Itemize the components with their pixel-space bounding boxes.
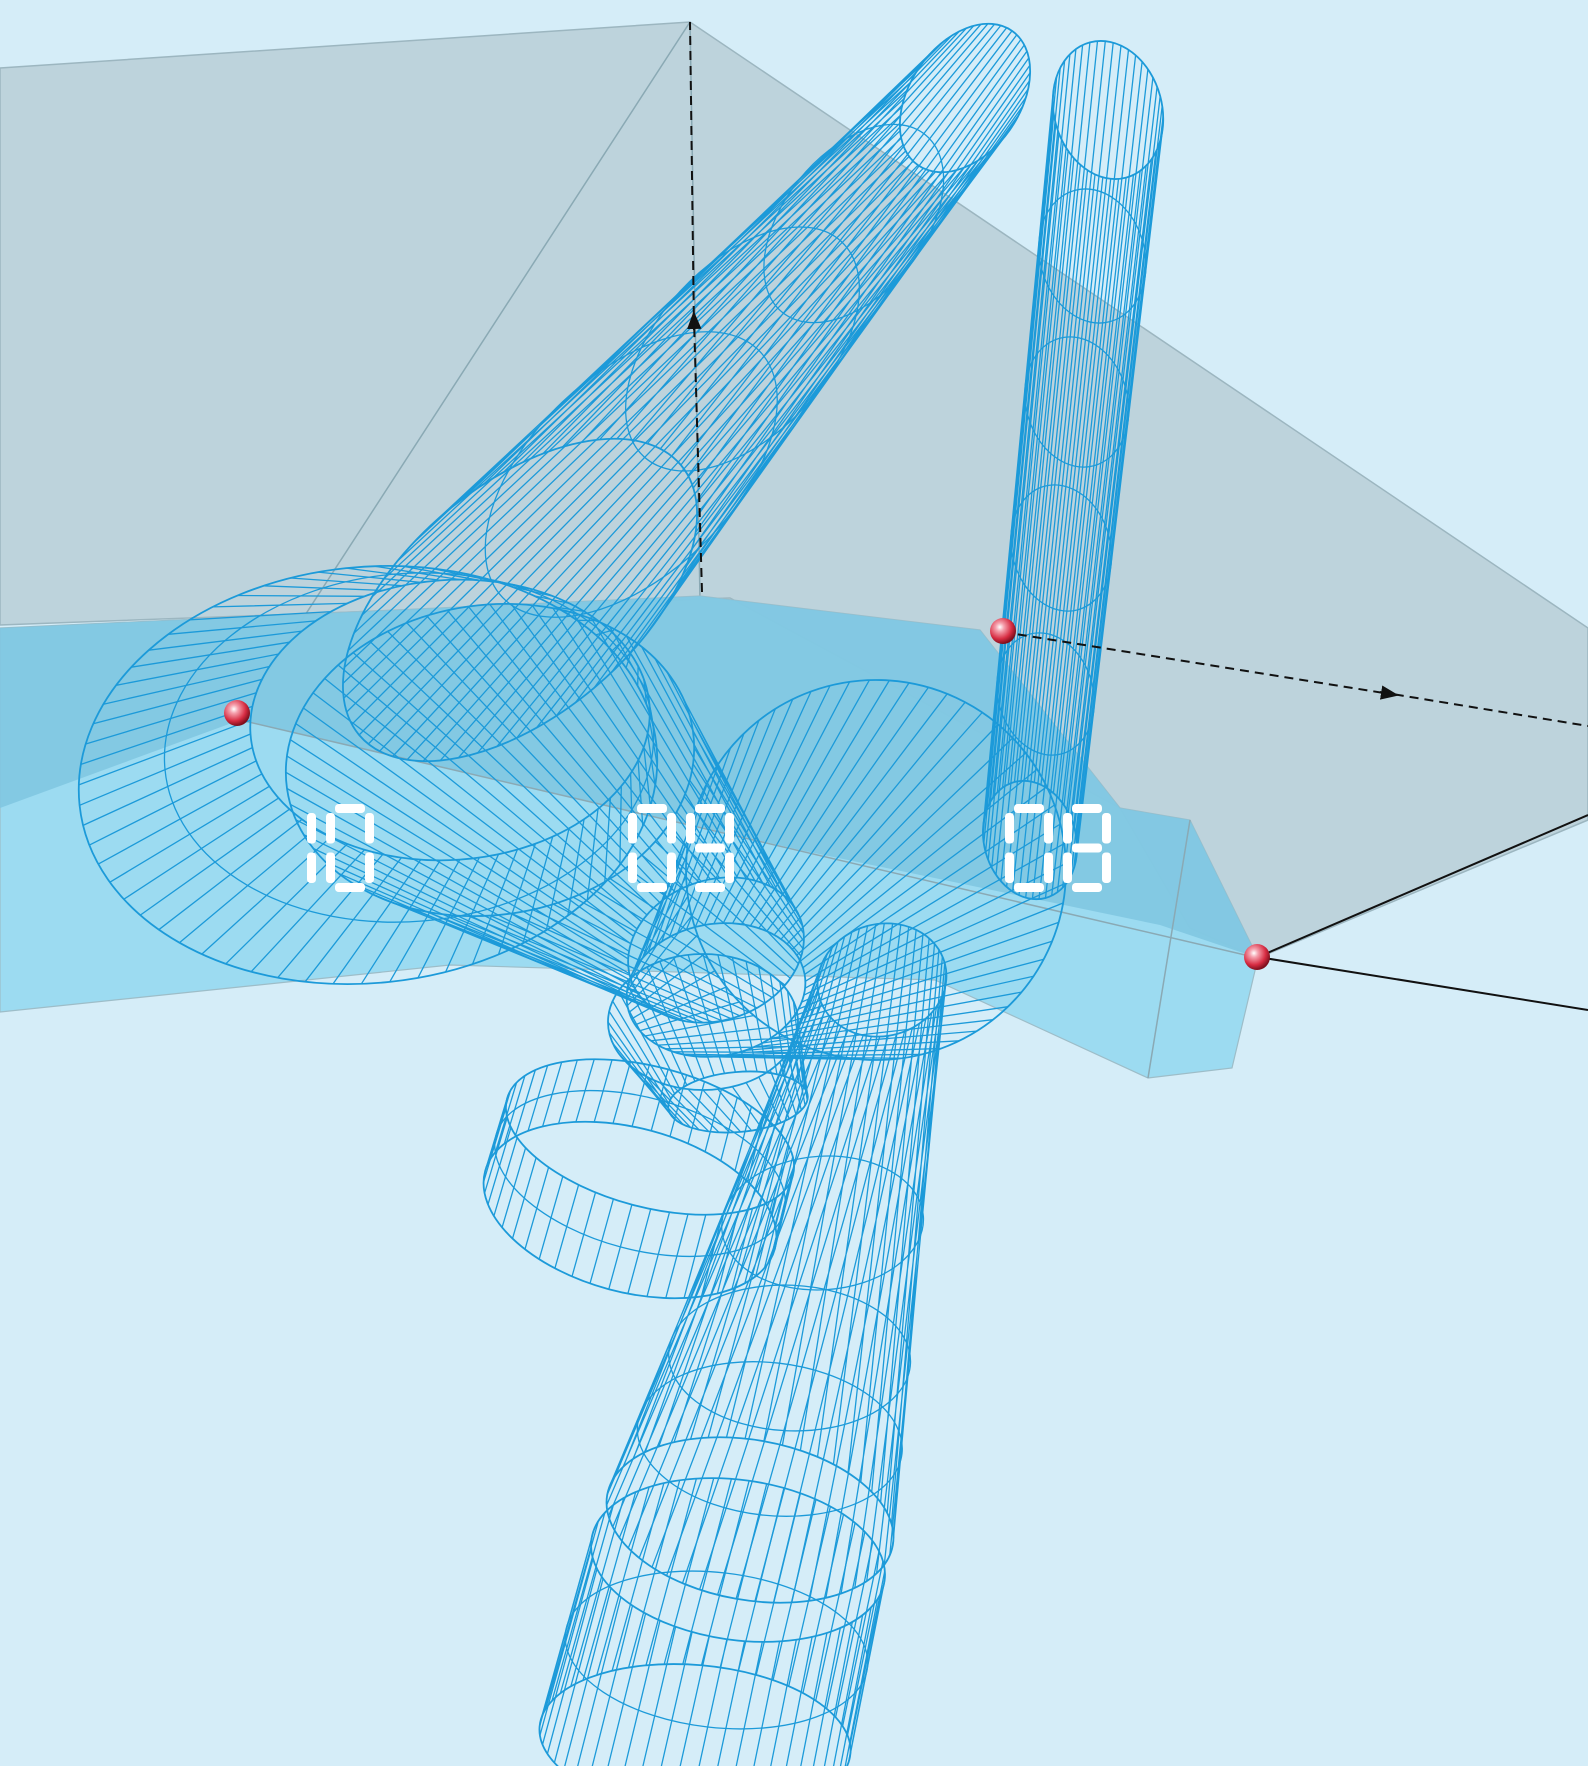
- marker-09[interactable]: [990, 618, 1016, 644]
- display-09-char-1: [686, 804, 734, 892]
- digit-segment-d: [335, 883, 365, 892]
- digit-segment-b: [307, 813, 316, 844]
- digit-segment-c: [667, 852, 676, 883]
- digit-segment-e: [326, 852, 335, 883]
- digit-display: [307, 804, 1111, 892]
- marker-10[interactable]: [224, 700, 250, 726]
- tube-i: [538, 1477, 886, 1766]
- digit-segment-f: [628, 813, 637, 844]
- digit-segment-c: [725, 852, 734, 883]
- digit-segment-d: [1072, 883, 1102, 892]
- display-09-char-0: [628, 804, 676, 892]
- digit-segment-d: [637, 883, 667, 892]
- digit-segment-e: [1005, 852, 1014, 883]
- display-08-char-1: [1063, 804, 1111, 892]
- digit-segment-g: [695, 843, 725, 853]
- tube-a: [342, 22, 1032, 763]
- arrow-right-tail: [1379, 691, 1588, 727]
- digit-segment-e: [1063, 852, 1072, 883]
- digit-segment-d: [695, 883, 725, 892]
- marker-corner[interactable]: [1244, 944, 1270, 970]
- digit-segment-c: [1102, 852, 1111, 883]
- display-10-char-1: [326, 804, 374, 892]
- digit-segment-b: [1102, 813, 1111, 844]
- display-08-char-0: [1005, 804, 1053, 892]
- digit-segment-c: [1044, 852, 1053, 883]
- digit-segment-b: [725, 813, 734, 844]
- digit-segment-e: [628, 852, 637, 883]
- tube-b: [982, 40, 1165, 901]
- tube-d: [284, 602, 805, 1024]
- arrows: [687, 21, 1588, 1011]
- digit-segment-b: [667, 813, 676, 844]
- tube-f: [607, 953, 809, 1134]
- tube-c: [77, 565, 659, 985]
- digit-segment-c: [365, 852, 374, 883]
- digit-segment-f: [326, 813, 335, 844]
- digit-segment-b: [1044, 813, 1053, 844]
- arrow-up-tail: [689, 21, 695, 331]
- arrow-up: [687, 311, 703, 593]
- line-lower: [1257, 956, 1588, 1011]
- digit-segment-b: [365, 813, 374, 844]
- digit-segment-d: [1014, 883, 1044, 892]
- tube-e: [625, 679, 1067, 1061]
- digit-segment-a: [1014, 804, 1044, 813]
- digit-segment-a: [335, 804, 365, 813]
- digit-segment-a: [637, 804, 667, 813]
- digit-segment-a: [695, 804, 725, 813]
- arrow-right: [1002, 631, 1399, 700]
- digit-segment-g: [1072, 843, 1102, 853]
- digit-segment-f: [1005, 813, 1014, 844]
- wireframe-tubes: [77, 22, 1165, 1766]
- digit-segment-a: [1072, 804, 1102, 813]
- tube-h: [605, 922, 948, 1604]
- line-upper: [1257, 814, 1588, 958]
- digit-segment-f: [1063, 813, 1072, 844]
- digit-segment-f: [686, 813, 695, 844]
- display-10-char-0: [307, 813, 316, 883]
- digit-segment-c: [307, 852, 316, 883]
